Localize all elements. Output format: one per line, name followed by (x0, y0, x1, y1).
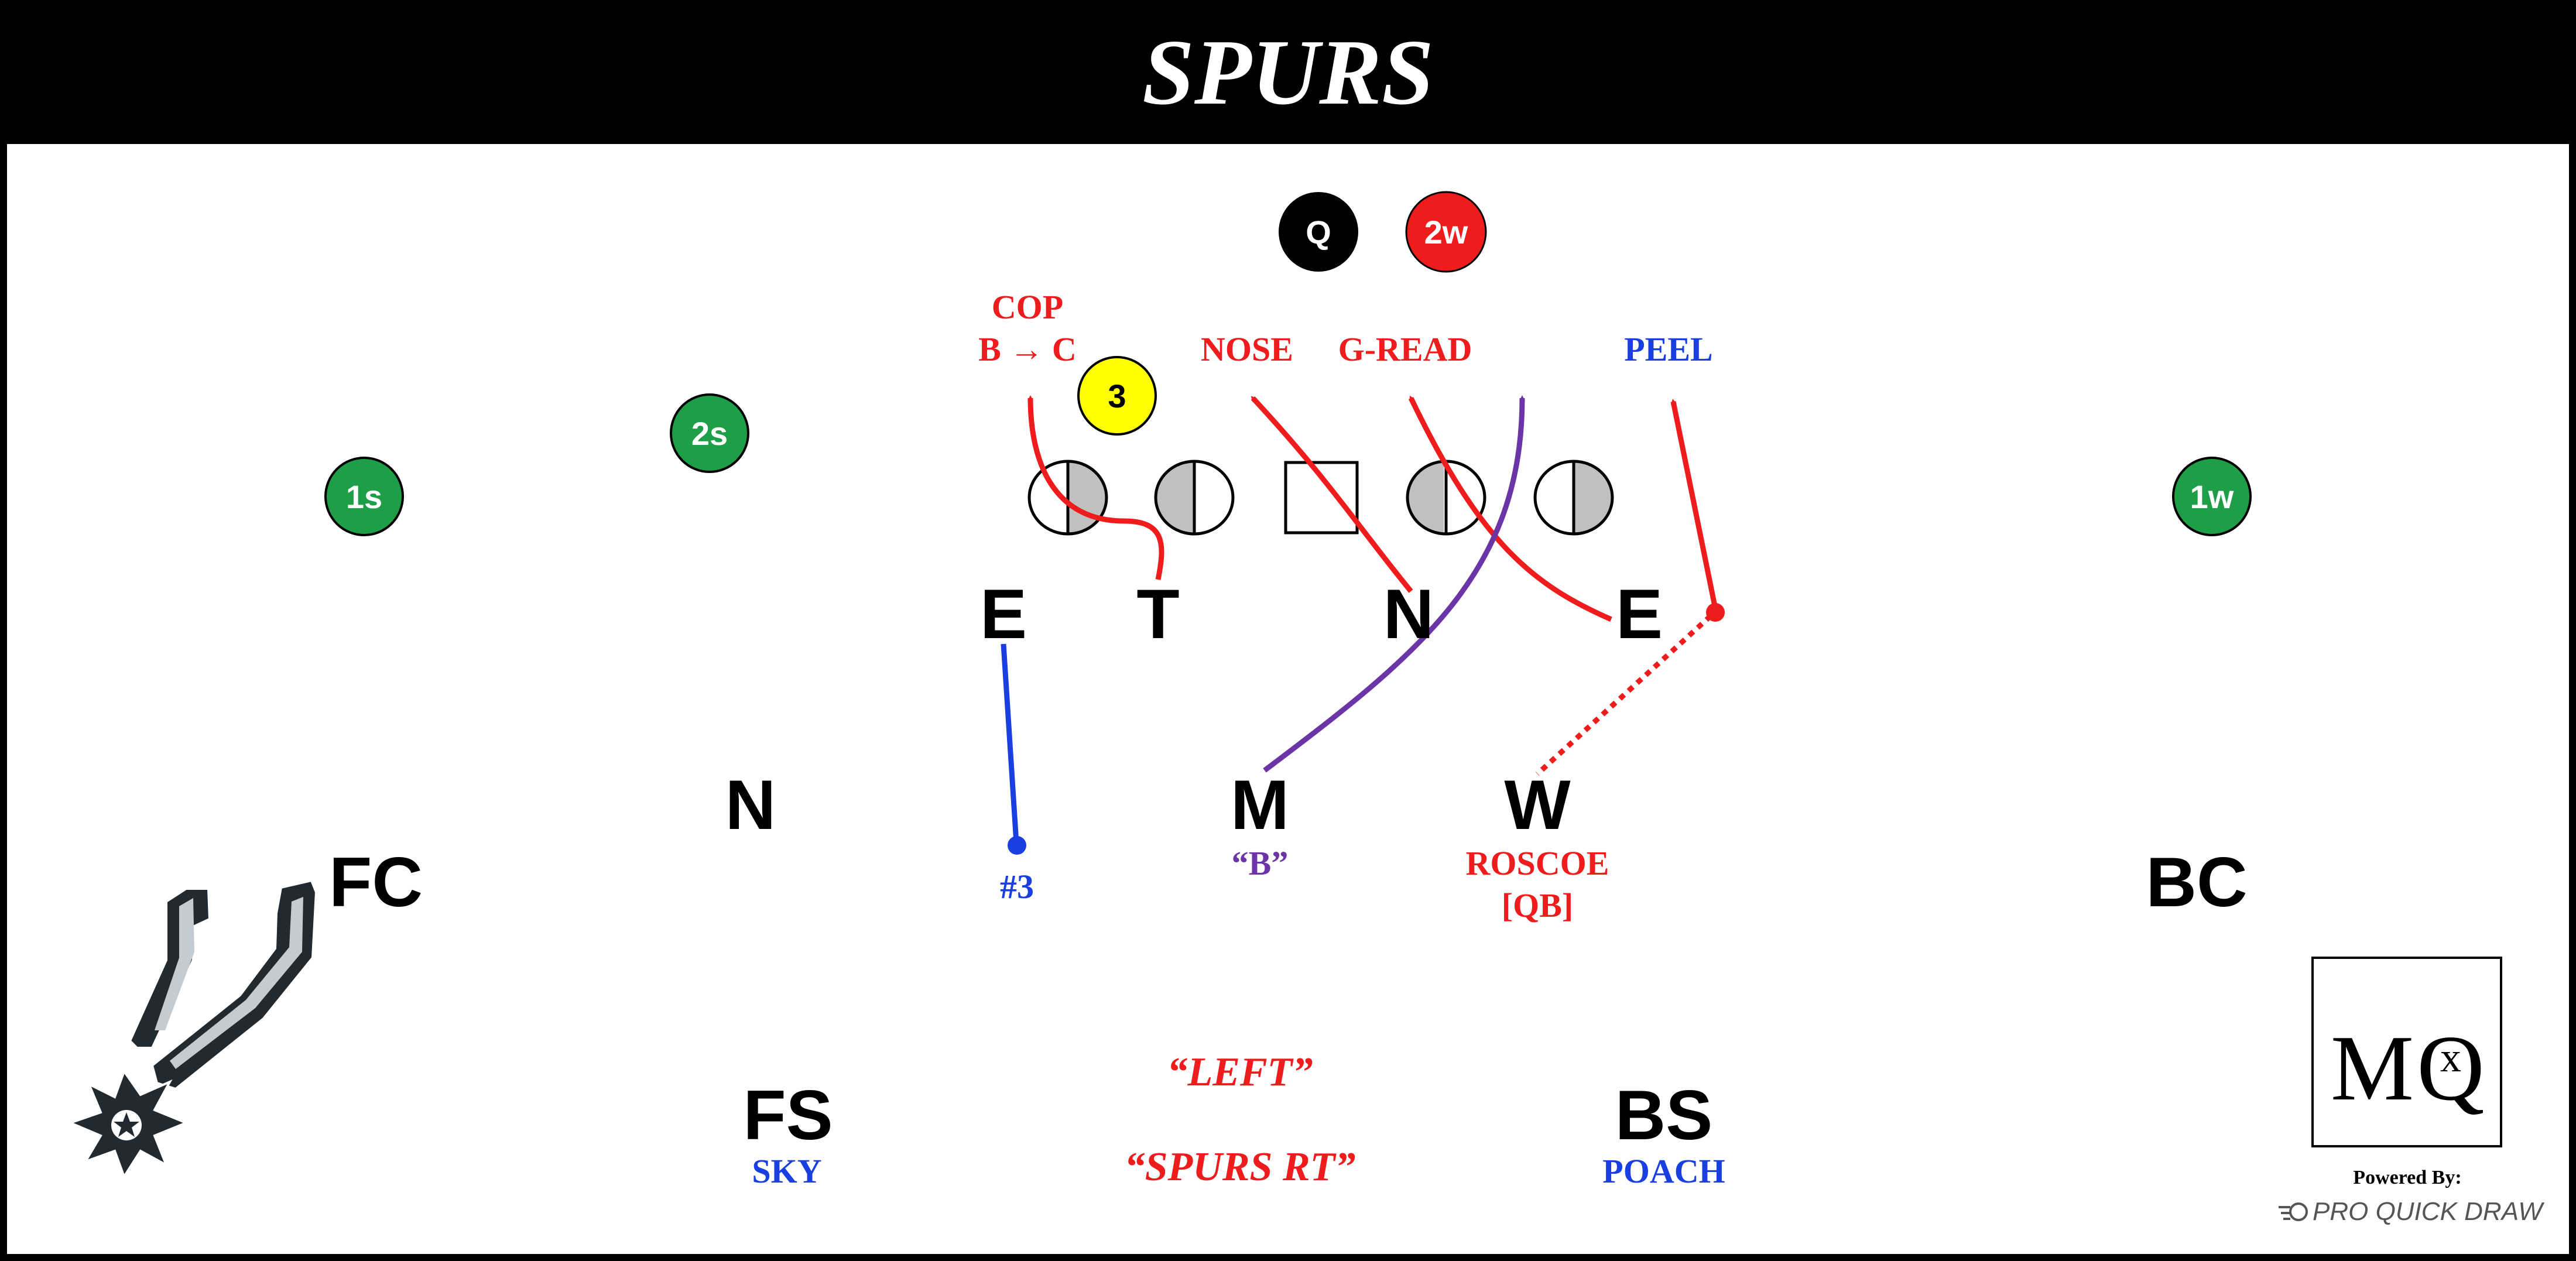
spurs-logo (67, 879, 318, 1180)
receiver-1s-label: 1s (346, 478, 382, 515)
defense-right-end: E (1616, 575, 1663, 653)
roscoe-label: ROSCOE (1466, 844, 1609, 882)
receiver-1w-marker: 1w (2172, 457, 2252, 536)
receiver-2s-label: 2s (691, 415, 728, 452)
end-peel-route (1670, 399, 1718, 609)
cop-label: COP (992, 288, 1063, 326)
mqx-m: M (2331, 1016, 2414, 1120)
receiver-1w-label: 1w (2190, 478, 2234, 515)
defense-nickel: N (725, 766, 776, 844)
peel-call-label: PEEL (1624, 330, 1713, 368)
cop-direction-label: B → C (978, 330, 1077, 368)
left-guard-marker (1154, 460, 1235, 536)
poach-label: POACH (1602, 1152, 1725, 1190)
receiver-2s-marker: 2s (670, 393, 749, 473)
play-title: SPURS (1142, 20, 1434, 124)
nose-call-label: NOSE (1201, 330, 1293, 368)
defense-will: W (1504, 766, 1571, 844)
mqx-logo: M Q x (2311, 957, 2502, 1147)
pro-quick-draw-icon (2279, 1202, 2308, 1221)
mqx-x: x (2440, 1034, 2461, 1081)
pro-quick-draw-label: PRO QUICK DRAW (2313, 1197, 2544, 1226)
defense-tackle: T (1136, 575, 1179, 653)
end-g-read-route (1408, 395, 1612, 622)
defense-left-end: E (980, 575, 1027, 653)
mqx-q: Q (2417, 1016, 2485, 1120)
defense-nose: N (1383, 575, 1434, 653)
defense-free-safety: FS (743, 1076, 833, 1154)
sky-label: SKY (752, 1152, 821, 1190)
three-label: #3 (1000, 868, 1034, 906)
defense-field-corner: FC (329, 843, 423, 921)
left-tackle-marker (1027, 460, 1108, 536)
powered-by-label: Powered By: (2353, 1167, 2461, 1188)
end-drop-point (1008, 836, 1026, 855)
nose-stunt-route (1251, 396, 1413, 593)
defense-boundary-safety: BS (1615, 1076, 1713, 1154)
defense-boundary-corner: BC (2146, 843, 2247, 921)
spurs-rt-call: “SPURS RT” (1125, 1145, 1356, 1190)
roscoe-qb-label: [QB] (1502, 886, 1573, 924)
g-read-call-label: G-READ (1338, 330, 1472, 368)
left-call: “LEFT” (1167, 1050, 1313, 1095)
defense-mike: M (1231, 766, 1289, 844)
mike-blitz-route (1263, 395, 1525, 773)
receiver-3-marker: 3 (1077, 356, 1157, 436)
mike-b-label: “B” (1232, 844, 1289, 882)
title-bar: SPURS (0, 0, 2576, 144)
quarterback-label: Q (1306, 214, 1331, 251)
back-2w-marker: 2w (1405, 191, 1487, 273)
offensive-line (1027, 460, 1614, 536)
right-tackle-marker (1533, 460, 1614, 536)
receiver-1s-marker: 1s (324, 457, 404, 536)
receiver-3-label: 3 (1108, 378, 1126, 414)
roscoe-dotted-route (1535, 614, 1713, 776)
right-guard-marker (1406, 460, 1486, 536)
quarterback-marker: Q (1279, 192, 1358, 272)
back-2w-label: 2w (1424, 214, 1468, 251)
end-drop-route (1001, 643, 1019, 844)
tackle-stunt-route (1027, 395, 1164, 580)
